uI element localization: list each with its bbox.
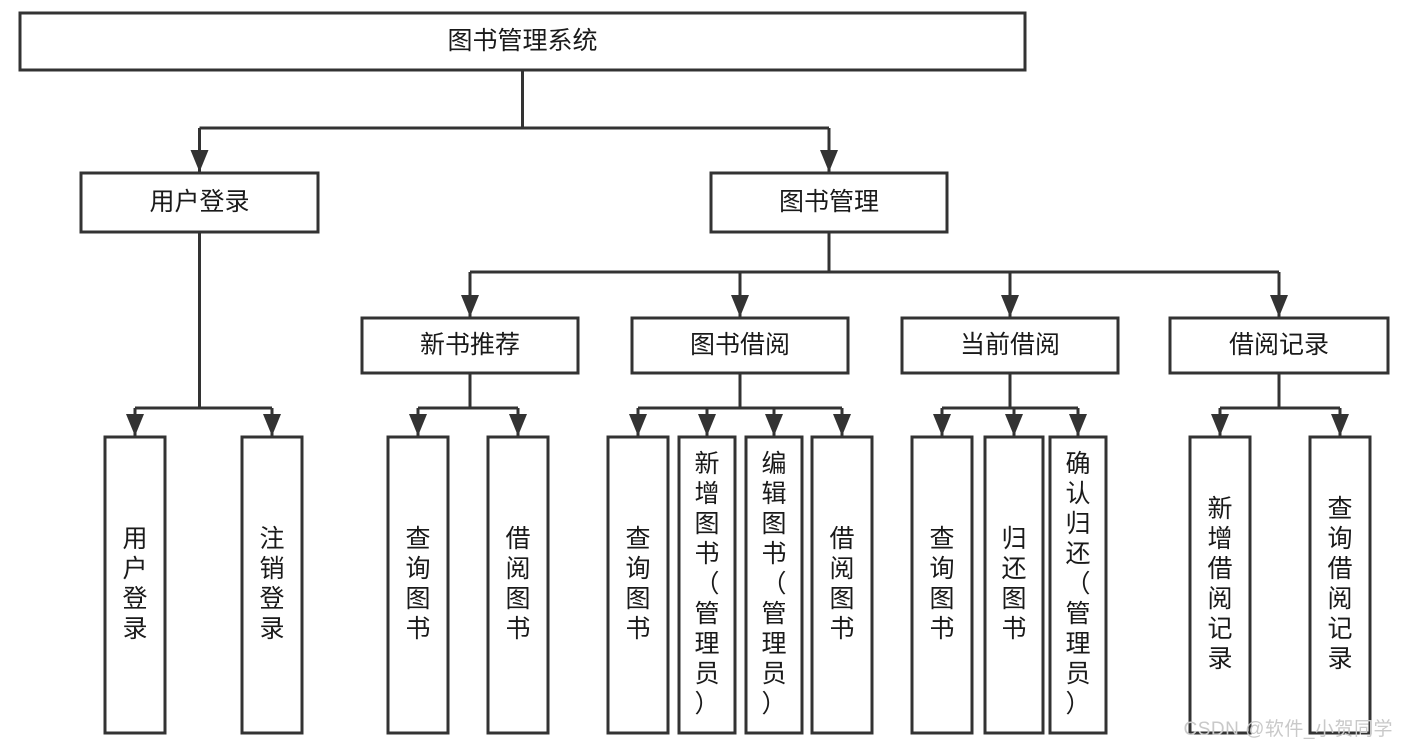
node-leaf-add-book-label: 新增图书（管理员） bbox=[694, 450, 719, 718]
node-leaf-add-borrow-record[interactable]: 新增借阅记录 bbox=[1188, 435, 1252, 735]
node-current-borrow-label: 当前借阅 bbox=[960, 331, 1060, 359]
arrow-head-bookmgmt-3 bbox=[1270, 295, 1288, 317]
node-leaf-query-book-borrow-box bbox=[606, 435, 670, 735]
arrow-head-bookmgmt-2 bbox=[1001, 295, 1019, 317]
node-leaf-borrow-book-rec-label: 借阅图书 bbox=[505, 525, 530, 643]
arrow-head-current-borrow-0 bbox=[933, 414, 951, 436]
arrow-head-book-borrow-3 bbox=[833, 414, 851, 436]
node-borrow-record-box bbox=[1168, 316, 1390, 375]
node-new-book-recommend-label: 新书推荐 bbox=[420, 331, 520, 359]
node-borrow-record-label: 借阅记录 bbox=[1229, 331, 1329, 359]
arrow-head-bookmgmt-0 bbox=[461, 295, 479, 317]
node-new-book-recommend[interactable]: 新书推荐 bbox=[360, 316, 580, 375]
arrow-head-borrow-record-0 bbox=[1211, 414, 1229, 436]
node-leaf-confirm-return-label: 确认归还（管理员） bbox=[1065, 450, 1090, 718]
node-leaf-confirm-return-box bbox=[1048, 435, 1108, 735]
connector-layer bbox=[126, 70, 1349, 436]
arrow-head-current-borrow-1 bbox=[1005, 414, 1023, 436]
node-leaf-borrow-book[interactable]: 借阅图书 bbox=[810, 435, 874, 735]
arrow-head-user-login-0 bbox=[126, 414, 144, 436]
node-leaf-edit-book[interactable]: 编辑图书（管理员） bbox=[744, 435, 804, 735]
arrow-head-current-borrow-2 bbox=[1069, 414, 1087, 436]
node-leaf-add-borrow-record-box bbox=[1188, 435, 1252, 735]
node-leaf-add-book-box bbox=[677, 435, 737, 735]
node-book-borrow[interactable]: 图书借阅 bbox=[630, 316, 850, 375]
node-current-borrow[interactable]: 当前借阅 bbox=[900, 316, 1120, 375]
node-leaf-edit-book-label: 编辑图书（管理员） bbox=[761, 450, 786, 718]
node-book-borrow-box bbox=[630, 316, 850, 375]
node-leaf-query-book-rec[interactable]: 查询图书 bbox=[386, 435, 450, 735]
node-leaf-logout-box bbox=[240, 435, 304, 735]
node-book-management-label: 图书管理 bbox=[779, 188, 879, 216]
arrow-head-book-borrow-2 bbox=[765, 414, 783, 436]
node-borrow-record[interactable]: 借阅记录 bbox=[1168, 316, 1390, 375]
arrow-head-borrow-record-1 bbox=[1331, 414, 1349, 436]
node-user-login-box bbox=[79, 171, 320, 234]
node-leaf-query-book-rec-box bbox=[386, 435, 450, 735]
node-leaf-query-book-current-label: 查询图书 bbox=[929, 525, 954, 643]
node-leaf-add-borrow-record-label: 新增借阅记录 bbox=[1207, 495, 1232, 673]
node-leaf-add-book[interactable]: 新增图书（管理员） bbox=[677, 435, 737, 735]
node-leaf-borrow-book-rec-box bbox=[486, 435, 550, 735]
arrow-head-book-borrow-1 bbox=[698, 414, 716, 436]
node-leaf-return-book[interactable]: 归还图书 bbox=[983, 435, 1045, 735]
node-book-borrow-label: 图书借阅 bbox=[690, 331, 790, 359]
node-leaf-user-login-label: 用户登录 bbox=[122, 525, 147, 643]
arrow-head-new-book-recommend-1 bbox=[509, 414, 527, 436]
node-leaf-confirm-return[interactable]: 确认归还（管理员） bbox=[1048, 435, 1108, 735]
node-leaf-borrow-book-label: 借阅图书 bbox=[829, 525, 854, 643]
node-leaf-query-borrow-record[interactable]: 查询借阅记录 bbox=[1308, 435, 1372, 735]
node-layer: 图书管理系统用户登录图书管理新书推荐图书借阅当前借阅借阅记录用户登录注销登录查询… bbox=[18, 11, 1390, 735]
arrow-head-root-0 bbox=[190, 150, 209, 172]
node-leaf-logout-label: 注销登录 bbox=[259, 525, 284, 643]
node-leaf-return-book-box bbox=[983, 435, 1045, 735]
node-leaf-edit-book-box bbox=[744, 435, 804, 735]
node-leaf-query-book-current-box bbox=[910, 435, 974, 735]
node-current-borrow-box bbox=[900, 316, 1120, 375]
node-leaf-borrow-book-rec[interactable]: 借阅图书 bbox=[486, 435, 550, 735]
watermark-text: CSDN @软件_小贺同学 bbox=[1183, 719, 1393, 740]
node-user-login[interactable]: 用户登录 bbox=[79, 171, 320, 234]
node-leaf-logout[interactable]: 注销登录 bbox=[240, 435, 304, 735]
node-leaf-query-book-borrow-label: 查询图书 bbox=[625, 525, 650, 643]
node-new-book-recommend-box bbox=[360, 316, 580, 375]
node-leaf-query-book-borrow[interactable]: 查询图书 bbox=[606, 435, 670, 735]
arrow-head-new-book-recommend-0 bbox=[409, 414, 427, 436]
node-leaf-query-book-rec-label: 查询图书 bbox=[405, 525, 430, 643]
node-leaf-return-book-label: 归还图书 bbox=[1001, 525, 1026, 643]
arrow-head-book-borrow-0 bbox=[629, 414, 647, 436]
node-leaf-borrow-book-box bbox=[810, 435, 874, 735]
node-book-management-box bbox=[709, 171, 949, 234]
node-leaf-query-borrow-record-box bbox=[1308, 435, 1372, 735]
node-leaf-query-borrow-record-label: 查询借阅记录 bbox=[1327, 495, 1352, 673]
node-book-management[interactable]: 图书管理 bbox=[709, 171, 949, 234]
node-leaf-user-login[interactable]: 用户登录 bbox=[103, 435, 167, 735]
arrow-head-bookmgmt-1 bbox=[731, 295, 749, 317]
node-root-label: 图书管理系统 bbox=[447, 27, 597, 55]
arrow-head-root-1 bbox=[820, 150, 838, 172]
node-user-login-label: 用户登录 bbox=[149, 188, 249, 216]
arrow-head-user-login-1 bbox=[263, 414, 281, 436]
node-root-box bbox=[18, 11, 1027, 72]
node-leaf-query-book-current[interactable]: 查询图书 bbox=[910, 435, 974, 735]
node-leaf-user-login-box bbox=[103, 435, 167, 735]
node-root[interactable]: 图书管理系统 bbox=[18, 11, 1027, 72]
